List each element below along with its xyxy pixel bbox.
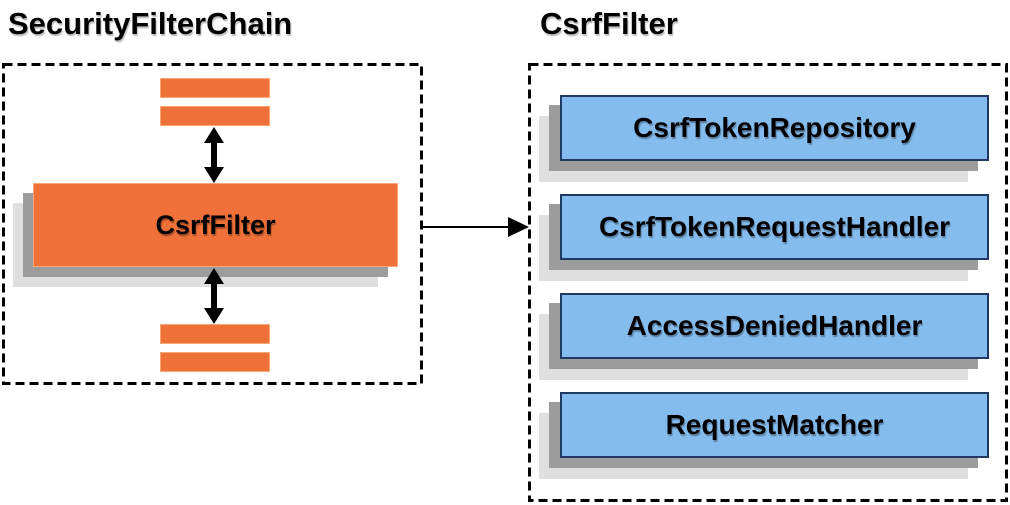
dashed-border xyxy=(2,63,423,385)
component-label: CsrfTokenRepository xyxy=(633,112,916,143)
dashed-border xyxy=(528,63,1008,502)
component-box-csrf-token-request-handler: CsrfTokenRequestHandler xyxy=(560,194,989,260)
csrf-filter-box: CsrfFilter xyxy=(33,183,398,267)
filter-placeholder-bar xyxy=(160,78,270,98)
component-label: CsrfTokenRequestHandler xyxy=(598,211,951,242)
csrf-filter-container: CsrfTokenRepository CsrfTokenRequestHand… xyxy=(528,63,1008,502)
filter-placeholder-bar xyxy=(160,324,270,344)
component-label: RequestMatcher xyxy=(665,409,884,440)
double-arrow-icon xyxy=(204,268,224,324)
security-filter-chain-container: CsrfFilter xyxy=(2,63,423,385)
component-box-access-denied-handler: AccessDeniedHandler xyxy=(560,293,989,359)
right-panel-title: CsrfFilter xyxy=(540,6,678,41)
double-arrow-icon xyxy=(204,127,224,183)
component-box-csrf-token-repository: CsrfTokenRepository xyxy=(560,95,989,161)
filter-placeholder-bar xyxy=(160,352,270,372)
csrf-filter-box-label: CsrfFilter xyxy=(155,209,276,240)
component-label: AccessDeniedHandler xyxy=(626,310,923,341)
flow-arrow-icon xyxy=(423,217,529,237)
component-box-request-matcher: RequestMatcher xyxy=(560,392,989,458)
left-panel-title: SecurityFilterChain xyxy=(8,6,293,41)
filter-placeholder-bar xyxy=(160,106,270,126)
